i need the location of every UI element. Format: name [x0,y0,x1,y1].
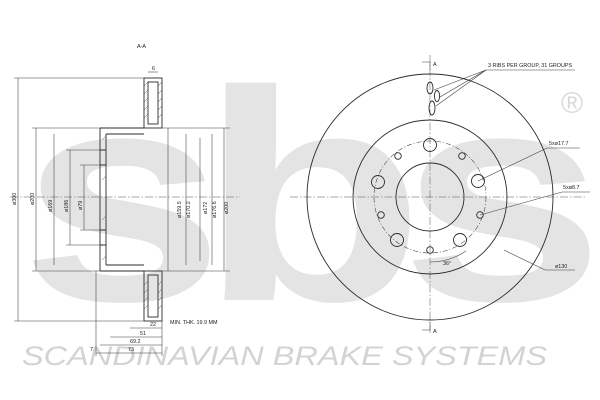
dim-dia-200-left: ø200 [30,193,36,205]
dim-7: 7 [90,347,93,353]
small-hole-note: 5xø8.7 [563,185,579,191]
dim-6: 6 [152,66,155,72]
dim-dia-186: ø186 [64,200,70,212]
watermark-slogan: SCANDINAVIAN BRAKE SYSTEMS [22,341,547,371]
bottom-dimension-lines [95,271,163,356]
small-hole [458,152,466,160]
section-label: A-A [137,44,146,50]
dim-dia-159-5: ø159.5 [177,201,183,218]
dim-dia-300: ø300 [12,193,18,205]
pcd-note: ø130 [555,264,567,270]
dim-dia-170-2: ø170.2 [186,201,192,218]
small-hole [476,211,484,219]
rib [426,81,434,95]
left-dimension-lines [14,77,144,322]
watermark-registered-mark: ® [561,87,583,120]
friction-ring-bottom [143,270,163,322]
dim-dia-169: ø169 [48,200,54,212]
stud-holes [371,138,485,247]
friction-ring-top [143,77,163,129]
vent-channel-bottom [147,274,159,318]
hat-outline [99,127,144,272]
stud-hole [371,175,385,189]
stud-hole [471,174,485,188]
dim-69-2: 69.2 [130,339,141,345]
stud-hole [423,138,437,152]
section-mark-top: A [433,62,437,68]
small-holes [377,152,484,254]
dim-dia-176-6: ø176.6 [212,201,218,218]
dim-22: 22 [150,322,156,328]
rib [428,100,436,116]
section-view: A-A [10,44,240,356]
section-arrow-top [422,61,431,70]
angle-note: 36° [443,261,451,267]
center-bore [395,162,465,232]
small-hole [426,246,434,254]
hub-steps [100,149,106,246]
min-thickness-note: MIN. THK. 19.9 MM [170,320,218,326]
small-hole [394,152,402,160]
rib [433,90,441,102]
stud-hole [390,233,404,247]
small-hole [377,211,385,219]
leader-lines [429,69,590,271]
stud-hole [453,233,467,247]
vent-channel-top [147,81,159,125]
watermark-logo: sbs [20,28,590,364]
rib-note: 3 RIBS PER GROUP, 31 GROUPS [488,63,572,69]
hat-outer-edge [352,119,508,275]
section-mark-bottom: A [433,329,437,335]
section-hatching [101,81,163,310]
stud-hole-note: 5xø17.7 [549,141,568,147]
section-arrow-bottom [422,322,431,331]
dim-73: 73 [128,347,134,353]
dim-dia-172: ø172 [203,202,209,214]
dim-51: 51 [140,331,146,337]
cooling-ribs [426,81,441,116]
disc-outer-edge [306,73,554,321]
front-view: A A [290,55,590,335]
dim-dia-200-right: ø200 [224,202,230,214]
dim-dia-79: ø79 [78,201,84,210]
right-dimension-lines [162,127,230,272]
watermark: sbs ® SCANDINAVIAN BRAKE SYSTEMS [20,28,600,371]
